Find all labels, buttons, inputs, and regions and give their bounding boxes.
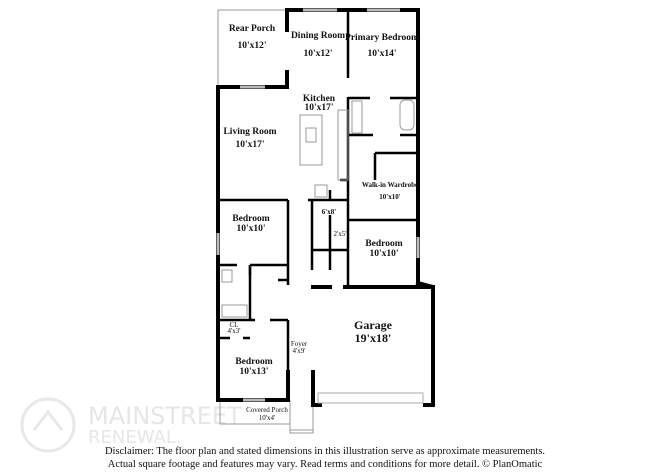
garage-dim: 19'x18': [355, 331, 392, 345]
watermark-line1: MAINSTREET: [88, 402, 242, 430]
watermark-logo: MAINSTREET RENEWAL.: [20, 397, 242, 453]
primary-bedroom-name: Primary Bedroom: [345, 33, 419, 43]
garage-door: [317, 392, 424, 404]
bedroom-2-name: Bedroom: [365, 239, 402, 249]
rear-porch-name: Rear Porch: [229, 24, 276, 34]
small-closet-dim: 2'x5': [333, 230, 346, 238]
closet-name: CL: [230, 321, 239, 329]
closet-dim: 4'x3': [227, 327, 240, 335]
bedroom-2-dim: 10'x10': [369, 249, 398, 259]
kitchen-name: Kitchen: [303, 94, 336, 104]
foyer-steps: [289, 400, 314, 434]
bedroom-1-dim: 10'x10': [236, 224, 265, 234]
dining-room-name: Dining Room: [291, 31, 345, 41]
rear-porch-outline: [217, 9, 287, 87]
foyer-dim: 4'x9': [292, 347, 305, 355]
walkin-wardrobe-dim: 10'x10': [379, 193, 400, 201]
disclaimer-line-2: Actual square footage and features may v…: [107, 459, 543, 470]
disclaimer-line-1: Disclaimer: The floor plan and stated di…: [104, 446, 546, 457]
rear-porch-dim: 10'x12': [237, 41, 266, 51]
living-room-name: Living Room: [223, 127, 276, 137]
garage-name: Garage: [354, 318, 393, 332]
dining-room-dim: 10'x12': [303, 49, 332, 59]
kitchen-dim: 10'x17': [304, 103, 333, 113]
laundry-dim: 6'x8': [322, 208, 336, 216]
walkin-wardrobe-name: Walk-in Wardrobe: [362, 181, 418, 189]
bedroom-1-name: Bedroom: [232, 214, 269, 224]
room-labels: Rear Porch 10'x12' Dining Room 10'x12' P…: [223, 24, 419, 422]
primary-bedroom-dim: 10'x14': [367, 49, 396, 59]
living-room-dim: 10'x17': [235, 140, 264, 150]
windows: [216, 8, 420, 402]
bedroom-3-name: Bedroom: [235, 357, 272, 367]
foyer-name: Foyer: [291, 340, 308, 348]
bedroom-3-dim: 10'x13': [239, 367, 268, 377]
kitchen-fixtures: [221, 99, 415, 318]
watermark-line2: RENEWAL.: [88, 427, 182, 448]
covered-porch-name: Covered Porch: [246, 406, 288, 414]
covered-porch-dim: 10'x4': [259, 414, 276, 422]
